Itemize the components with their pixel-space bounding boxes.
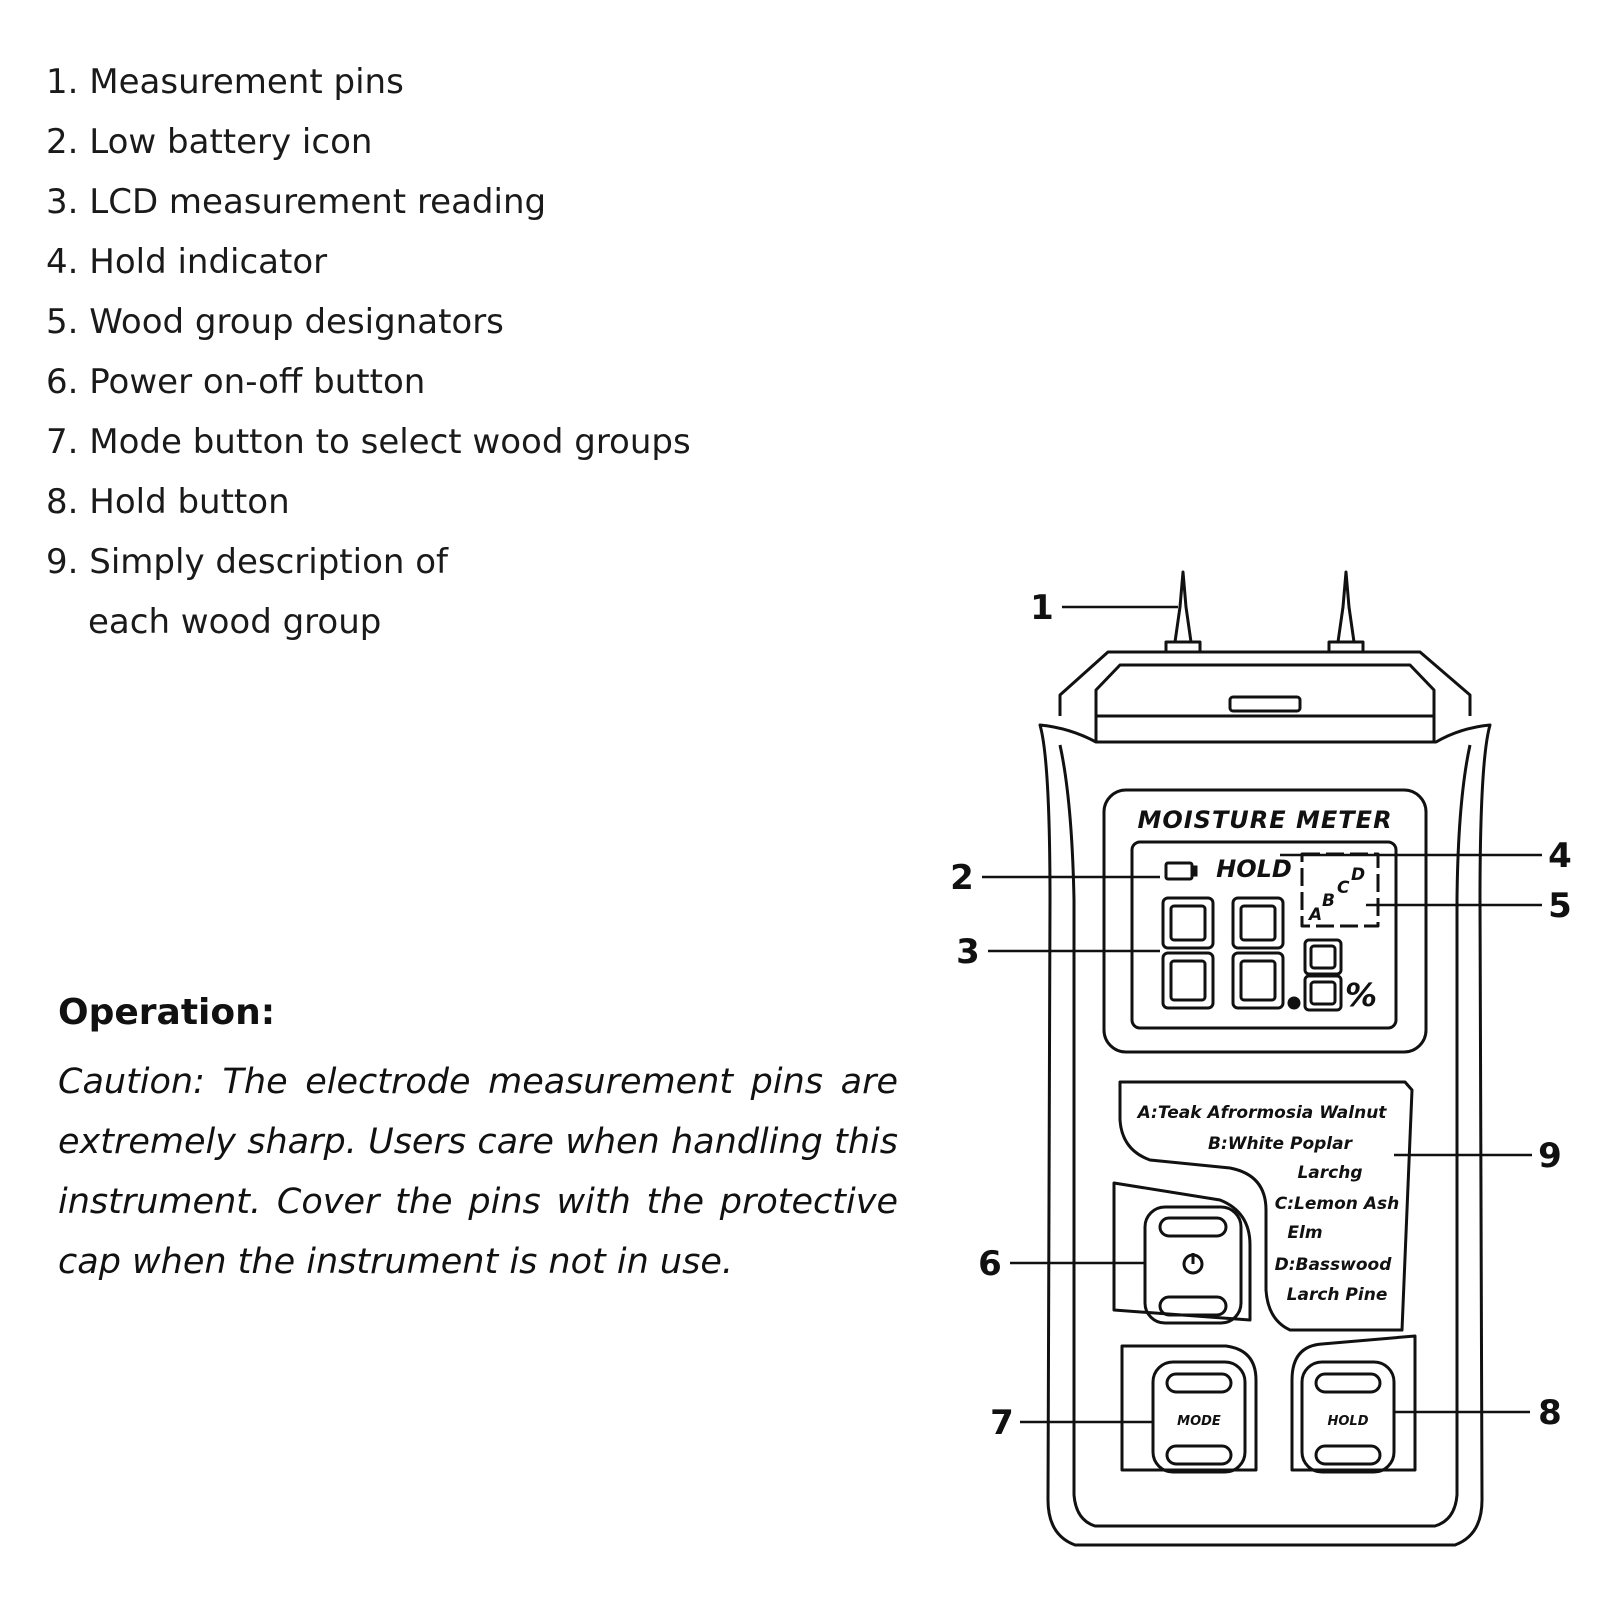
svg-text:A:Teak Afrormosia Walnut: A:Teak Afrormosia Walnut: [1136, 1103, 1388, 1123]
callout-1: 1: [1030, 588, 1054, 628]
callout-5: 5: [1548, 886, 1572, 926]
callout-3: 3: [956, 932, 980, 972]
callout-2: 2: [950, 858, 974, 898]
svg-text:B: B: [1322, 891, 1335, 911]
protective-cap: [1058, 650, 1472, 716]
lcd-digit-2: [1231, 896, 1285, 1010]
lcd-digit-1: [1161, 896, 1215, 1010]
mode-button-label: MODE: [1177, 1414, 1221, 1429]
legend-item-9-continued: each wood group: [88, 602, 382, 642]
wood-group-panel: [1118, 1080, 1414, 1332]
legend-list: 1. Measurement pins 2. Low battery icon …: [46, 52, 691, 652]
lcd-reading: [1161, 896, 1343, 1012]
svg-text:D: D: [1351, 865, 1365, 885]
svg-text:C: C: [1337, 878, 1350, 898]
callout-9: 9: [1538, 1136, 1562, 1176]
callout-7: 7: [990, 1403, 1014, 1443]
display-panel: [1102, 788, 1428, 1054]
svg-text:Elm: Elm: [1287, 1223, 1322, 1243]
callout-4: 4: [1548, 836, 1572, 876]
legend-item-4: 4. Hold indicator: [46, 242, 328, 282]
legend-item-6: 6. Power on-off button: [46, 362, 426, 402]
lcd-digit-3: [1303, 938, 1343, 1012]
measurement-pins: [1164, 570, 1365, 656]
callout-numbers: 1 2 3 4 5 6 7 8 9: [950, 588, 1572, 1443]
operation-title: Operation:: [58, 992, 276, 1033]
power-button[interactable]: [1112, 1181, 1252, 1325]
hold-indicator: HOLD: [1216, 855, 1292, 883]
svg-text:A: A: [1307, 905, 1322, 925]
percent-sign: %: [1345, 976, 1377, 1014]
mode-button[interactable]: [1120, 1344, 1258, 1474]
legend-item-5: 5. Wood group designators: [46, 302, 504, 342]
hold-button-label: HOLD: [1327, 1414, 1368, 1429]
legend-item-2: 2. Low battery icon: [46, 122, 373, 162]
legend-item-8: 8. Hold button: [46, 482, 290, 522]
meter-title: MOISTURE METER: [1137, 806, 1392, 834]
hold-button[interactable]: [1290, 1334, 1417, 1474]
meter-body: [1038, 714, 1492, 1547]
callout-8: 8: [1538, 1393, 1562, 1433]
wood-group-designators: A B C D: [1307, 865, 1365, 925]
svg-text:C:Lemon Ash: C:Lemon Ash: [1275, 1194, 1399, 1214]
callout-6: 6: [978, 1244, 1002, 1284]
svg-text:D:Basswood: D:Basswood: [1275, 1255, 1393, 1275]
lcd-decimal-point: [1287, 996, 1301, 1010]
svg-text:Larch Pine: Larch Pine: [1287, 1285, 1388, 1305]
svg-text:Larchg: Larchg: [1297, 1163, 1362, 1183]
legend-item-1: 1. Measurement pins: [46, 62, 404, 102]
low-battery-icon: [1164, 861, 1198, 881]
wood-group-descriptions: A:Teak Afrormosia Walnut B:White Poplar …: [1136, 1103, 1400, 1305]
legend-item-7: 7. Mode button to select wood groups: [46, 422, 691, 462]
svg-text:B:White Poplar: B:White Poplar: [1208, 1134, 1354, 1154]
callout-leader-lines: [982, 605, 1542, 1424]
legend-item-3: 3. LCD measurement reading: [46, 182, 547, 222]
operation-caution-text: Caution: The electrode measurement pins …: [58, 1062, 898, 1282]
legend-item-9: 9. Simply description of: [46, 542, 448, 582]
